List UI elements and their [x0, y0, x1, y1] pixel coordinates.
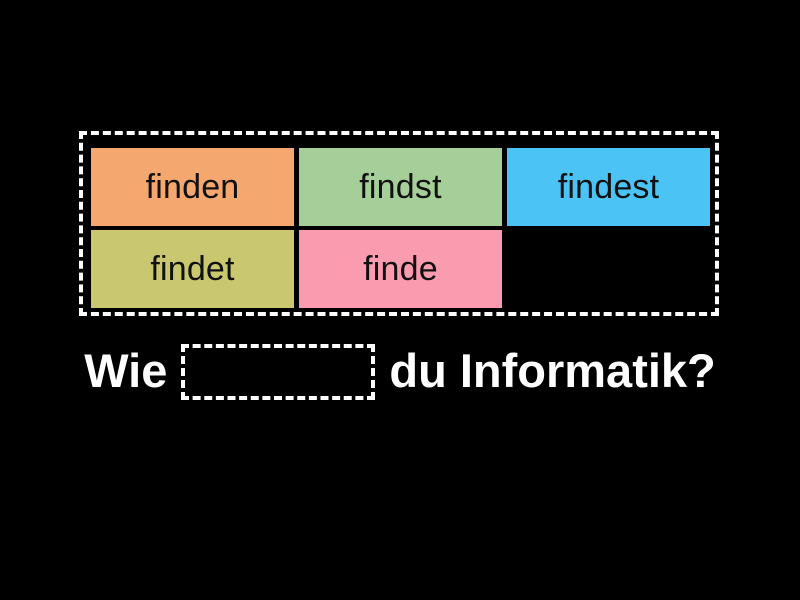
sentence-text-before: Wie	[84, 343, 168, 397]
word-tile-label: finden	[145, 168, 240, 206]
sentence-text-after: du Informatik?	[389, 343, 716, 397]
answer-drop-zone[interactable]	[181, 344, 376, 400]
word-tile-label: findest	[557, 168, 660, 206]
word-tile-findest[interactable]: findest	[507, 148, 710, 226]
sentence-row: Wie du Informatik?	[0, 330, 800, 410]
word-tile-label: findet	[150, 250, 235, 288]
word-tile-label: findst	[359, 168, 442, 206]
word-tile-findet[interactable]: findet	[91, 230, 294, 308]
word-tile-label: finde	[363, 250, 438, 288]
word-tile-empty-slot	[507, 230, 710, 308]
word-tile-finden[interactable]: finden	[91, 148, 294, 226]
word-tile-grid: finden findst findest findet finde	[91, 148, 710, 308]
word-tile-findst[interactable]: findst	[299, 148, 502, 226]
word-bank-container: finden findst findest findet finde	[79, 131, 719, 316]
word-tile-finde[interactable]: finde	[299, 230, 502, 308]
